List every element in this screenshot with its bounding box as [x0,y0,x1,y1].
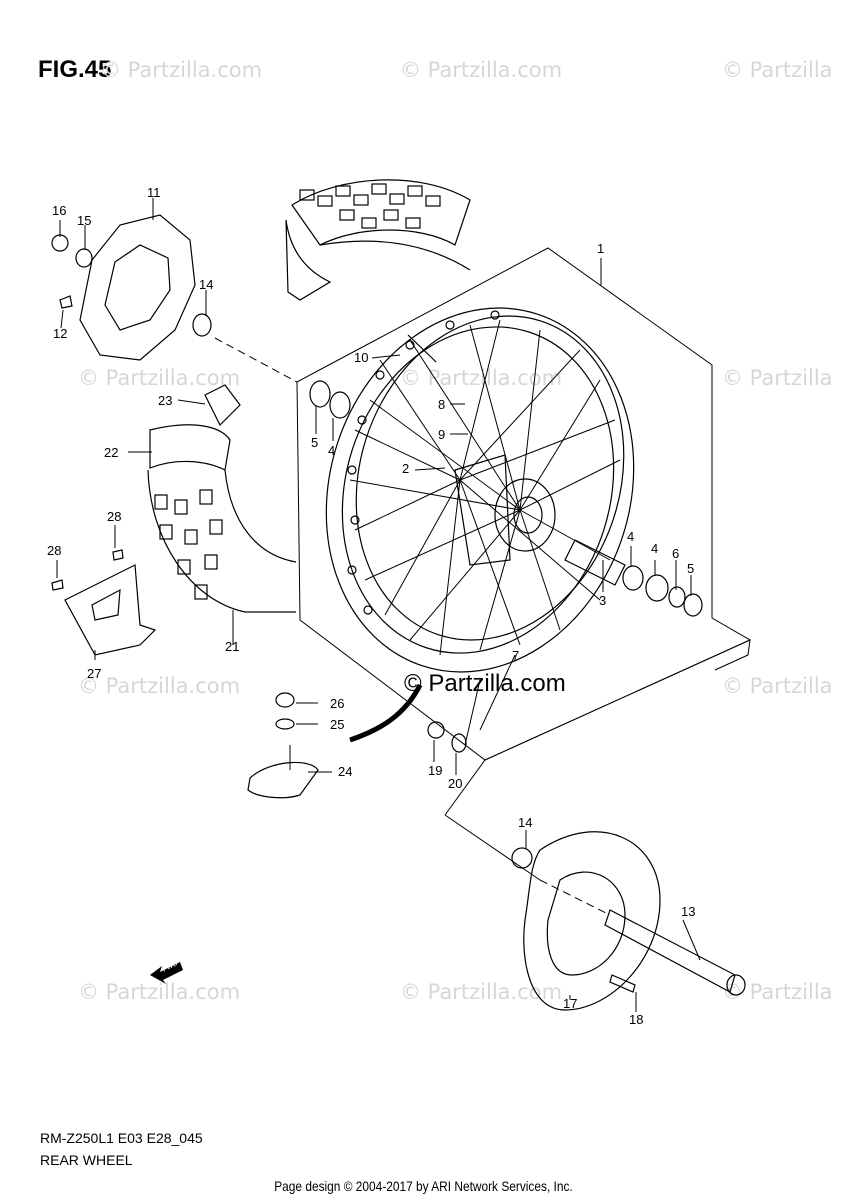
fwd-arrow-icon: FWD [150,960,183,984]
centerlines [214,337,611,916]
sprocket-outline [444,639,751,816]
part-number: 17 [563,996,577,1011]
sprocket-drawing [511,831,746,1011]
brake-disc-drawing [51,214,212,361]
oil-seal-drawing [309,380,331,408]
watermark: © Partzilla.com [78,366,241,390]
part-number: 10 [354,350,368,365]
part-number: 15 [77,213,91,228]
part-number: 12 [53,326,67,341]
watermark: © Partzilla [722,366,833,390]
part-number: 18 [629,1012,643,1027]
part-number: 27 [87,666,101,681]
nipple-drawing [427,721,445,739]
part-number: 20 [448,776,462,791]
figure-title: FIG.45 [38,56,112,83]
part-number: 6 [672,546,679,561]
part-number: 11 [147,185,161,200]
sprocket-outline [444,814,541,881]
watermark: © Partzilla [722,980,833,1004]
rim-lock-drawing [247,683,423,799]
spokes [349,319,621,656]
part-number: 8 [438,397,445,412]
watermark: © Partzilla.com [78,674,241,698]
part-number: 14 [199,277,213,292]
part-number: 4 [328,443,335,458]
watermark: © Partzilla.com [78,980,241,1004]
part-number: 16 [52,203,66,218]
part-number: 22 [104,445,118,460]
part-number: 5 [687,561,694,576]
model-code: RM-Z250L1 E03 E28_045 [40,1130,203,1146]
part-number: 26 [330,696,344,711]
watermark: © Partzilla [722,674,833,698]
leader-lines [56,198,701,1012]
part-callouts: 1 2 3 4 4 4 5 5 6 7 8 9 10 11 12 13 14 1… [47,185,695,1027]
part-number: 4 [627,529,634,544]
figure-name: REAR WHEEL [40,1152,133,1168]
disc-guard-drawing [51,549,157,656]
axle-collar-drawing [564,539,703,617]
washer-drawing [451,733,467,753]
part-number: 19 [428,763,442,778]
part-number: 3 [599,593,606,608]
part-number: 28 [47,543,61,558]
part-number: 23 [158,393,172,408]
watermark: © Partzilla.com [400,58,563,82]
part-number: 21 [225,639,239,654]
tire-drawing [285,179,471,301]
part-number: 9 [438,427,445,442]
part-number: 5 [311,435,318,450]
center-watermark: © Partzilla.com [404,670,566,697]
part-number: 2 [402,461,409,476]
part-number: 1 [597,241,604,256]
part-number: 25 [330,717,344,732]
bearing-drawing [329,391,351,419]
assembly-outline [296,247,752,761]
part-number: 28 [107,509,121,524]
part-number: 4 [651,541,658,556]
watermark: © Partzilla.com [100,58,263,82]
part-number: 13 [681,904,695,919]
page-credit: Page design © 2004-2017 by ARI Network S… [274,1178,573,1194]
part-number: 7 [512,648,519,663]
watermark: © Partzilla [722,58,833,82]
part-number: 14 [518,815,532,830]
spoke-drawing [407,334,437,363]
tube-drawing [147,384,297,613]
rim-drawing [325,307,635,673]
part-number: 24 [338,764,352,779]
